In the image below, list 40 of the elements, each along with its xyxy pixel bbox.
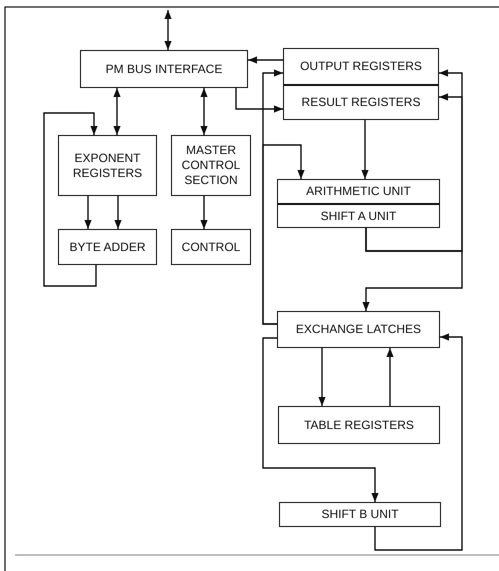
arrow	[262, 337, 379, 502]
arrow	[248, 56, 283, 64]
block-box	[278, 406, 440, 444]
arrow	[374, 333, 463, 551]
block-label: BYTE ADDER	[69, 240, 146, 254]
block-box	[171, 135, 251, 196]
block-label: SHIFT A UNIT	[320, 208, 396, 224]
arrow	[43, 112, 98, 287]
arrow	[114, 196, 122, 229]
block-box	[277, 311, 440, 348]
arrow	[362, 228, 463, 311]
arrow	[361, 120, 369, 179]
arrow	[84, 196, 92, 229]
block-box	[80, 50, 248, 88]
block-box	[277, 179, 440, 204]
block-box	[58, 135, 157, 196]
block-box	[58, 229, 157, 265]
block-label: OUTPUT REGISTERS	[300, 59, 422, 74]
block-label: EXCHANGE LATCHES	[296, 322, 422, 337]
block-box	[283, 48, 439, 85]
block-label: CONTROL	[182, 240, 240, 254]
block-label: EXPONENT REGISTERS	[72, 150, 144, 180]
arrow	[200, 196, 208, 229]
arrow	[200, 88, 208, 135]
arrow	[113, 88, 121, 135]
block-label: TABLE REGISTERS	[304, 418, 414, 432]
block-label: SHIFT B UNIT	[321, 507, 399, 522]
arrow	[318, 348, 326, 406]
arrow	[235, 88, 283, 113]
arrow	[164, 10, 172, 50]
block-box	[171, 229, 251, 265]
block-label: MASTER CONTROL SECTION	[180, 143, 242, 188]
block-box	[283, 85, 439, 120]
block-label: PM BUS INTERFACE	[106, 62, 222, 76]
arrow	[386, 348, 394, 406]
block-label: RESULT REGISTERS	[302, 95, 420, 110]
block-box	[277, 204, 440, 228]
block-box	[279, 502, 441, 527]
arrow	[262, 144, 305, 325]
block-label: ARITHMETIC UNIT	[306, 184, 411, 199]
